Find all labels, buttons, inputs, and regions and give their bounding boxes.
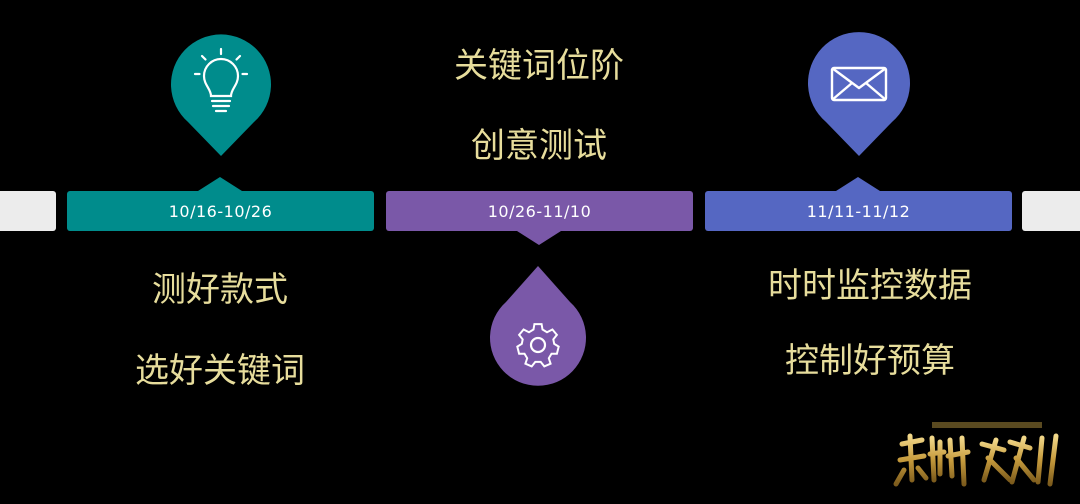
stage-1-date-bar: 10/16-10/26	[67, 177, 374, 231]
stage-3-pin	[808, 32, 910, 157]
stage-1-pin	[170, 34, 271, 156]
stage-1-line-2: 选好关键词	[135, 351, 305, 391]
gear-icon	[516, 323, 560, 368]
stage-1-notch	[198, 177, 242, 191]
stage-2-date-bar: 10/26-11/10	[386, 191, 693, 245]
stage-2-date: 10/26-11/10	[487, 201, 592, 221]
stage-2-pin	[490, 266, 586, 386]
stage-3-line-1: 时时监控数据	[768, 266, 972, 306]
stage-3-date-bar: 11/11-11/12	[705, 177, 1012, 231]
envelope-icon	[830, 66, 888, 102]
stage-1-line-1: 测好款式	[152, 270, 288, 310]
timeline-right-cap	[1022, 191, 1080, 231]
stage-2-line-2: 创意测试	[471, 126, 607, 166]
stage-3-notch	[836, 177, 880, 191]
brand-logo	[893, 422, 1059, 487]
stage-2-notch	[517, 231, 561, 245]
light-bulb-icon	[193, 47, 249, 113]
stage-3-date: 11/11-11/12	[806, 201, 911, 221]
stage-2-line-1: 关键词位阶	[454, 46, 624, 86]
stage-3-line-2: 控制好预算	[785, 341, 955, 381]
timeline-left-cap	[0, 191, 56, 231]
stage-1-date: 10/16-10/26	[168, 201, 273, 221]
